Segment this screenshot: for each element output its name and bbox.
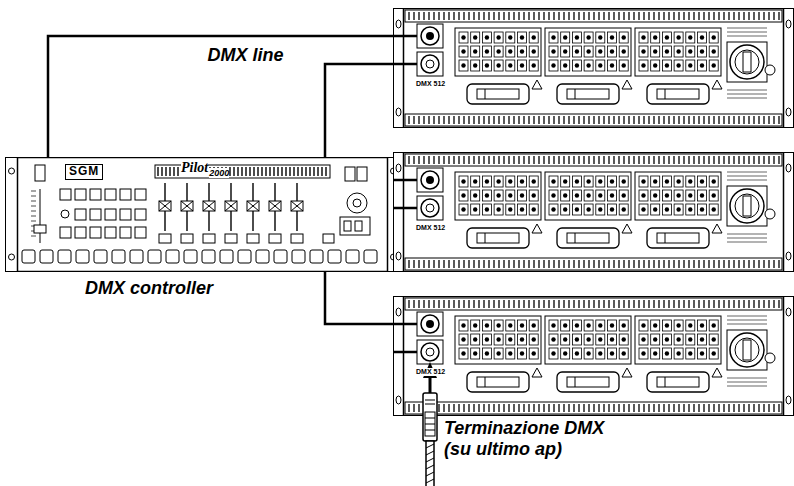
brand-logo: SGM (65, 164, 103, 180)
port-label: DMX 512 (415, 224, 446, 232)
model-number: 2000 (209, 168, 229, 178)
port-label: DMX 512 (415, 80, 446, 88)
dimmer-pack-drawing (393, 8, 794, 128)
dimmer-pack-drawing (393, 296, 794, 416)
dmx-cable (48, 36, 393, 157)
cable-label: DMX line (207, 45, 283, 66)
dimmer-pack: DMX 512 (393, 152, 794, 272)
model-name: Pilot (181, 160, 208, 176)
dimmer-pack: DMX 512 (393, 8, 794, 128)
device-caption: DMX controller (85, 278, 213, 299)
dmx-controller: SGMPilot2000DMX controller (5, 157, 400, 272)
port-label: DMX 512 (415, 368, 446, 376)
termination-note: Terminazione DMX (su ultimo ap) (444, 418, 629, 459)
dimmer-pack: DMX 512 (393, 296, 794, 416)
dimmer-pack-drawing (393, 152, 794, 272)
